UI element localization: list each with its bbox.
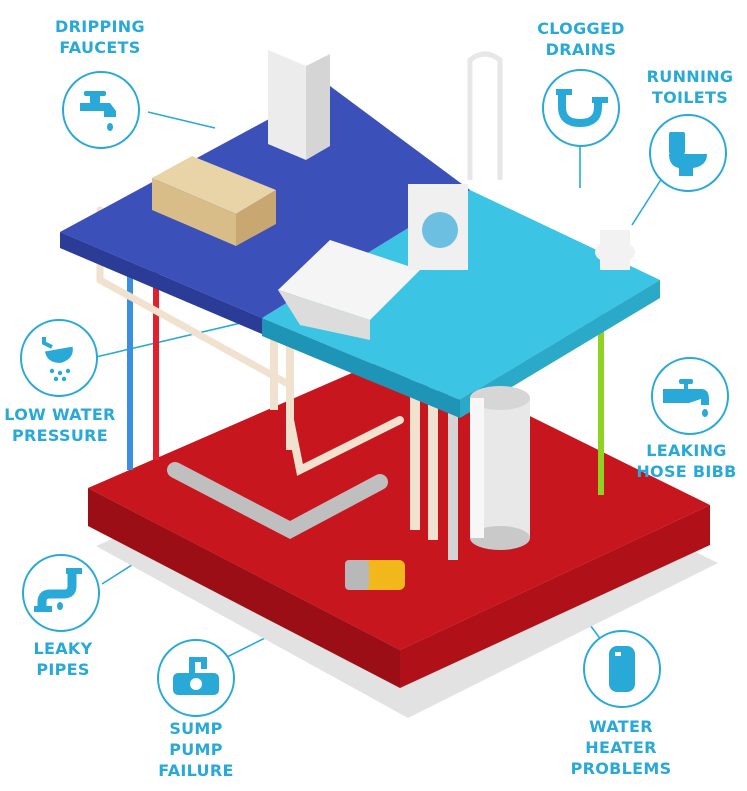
label-sump-pump-failure: SUMP PUMP FAILURE xyxy=(158,719,234,780)
label-water-heater-problems: WATER HEATER PROBLEMS xyxy=(570,717,672,778)
toilet-badge xyxy=(649,114,727,192)
label-leaking-hose-bibb: LEAKING HOSE BIBB xyxy=(636,441,737,481)
leaky-pipe-badge xyxy=(22,554,100,632)
shower-head-icon xyxy=(42,337,73,382)
bathroom-fixtures xyxy=(278,51,635,340)
water-heater-tank xyxy=(470,386,530,550)
toilet-icon xyxy=(669,132,707,176)
water-heater-icon xyxy=(609,646,635,692)
shower-badge xyxy=(20,319,98,397)
water-heater-badge xyxy=(583,630,661,708)
faucet-icon xyxy=(80,91,116,131)
faucet-badge xyxy=(62,71,140,149)
leaky-pipe-icon xyxy=(34,568,82,612)
kitchen-set xyxy=(152,50,330,246)
drain-trap-icon xyxy=(556,89,608,128)
hose-bibb-icon xyxy=(663,379,709,417)
label-leaky-pipes: LEAKY PIPES xyxy=(33,639,93,679)
hose-bibb-badge xyxy=(651,357,729,435)
label-low-water-pressure: LOW WATER PRESSURE xyxy=(4,405,116,445)
label-clogged-drains: CLOGGED DRAINS xyxy=(537,19,625,59)
drain-badge xyxy=(542,69,620,147)
label-dripping-faucets: DRIPPING FAUCETS xyxy=(55,17,145,57)
sump-pump-icon xyxy=(173,657,219,695)
bathroom-floor xyxy=(262,190,660,418)
basement-floor xyxy=(88,352,718,718)
sump-pump-badge xyxy=(157,639,235,717)
label-running-toilets: RUNNING TOILETS xyxy=(646,67,734,107)
pump-unit xyxy=(345,560,405,590)
